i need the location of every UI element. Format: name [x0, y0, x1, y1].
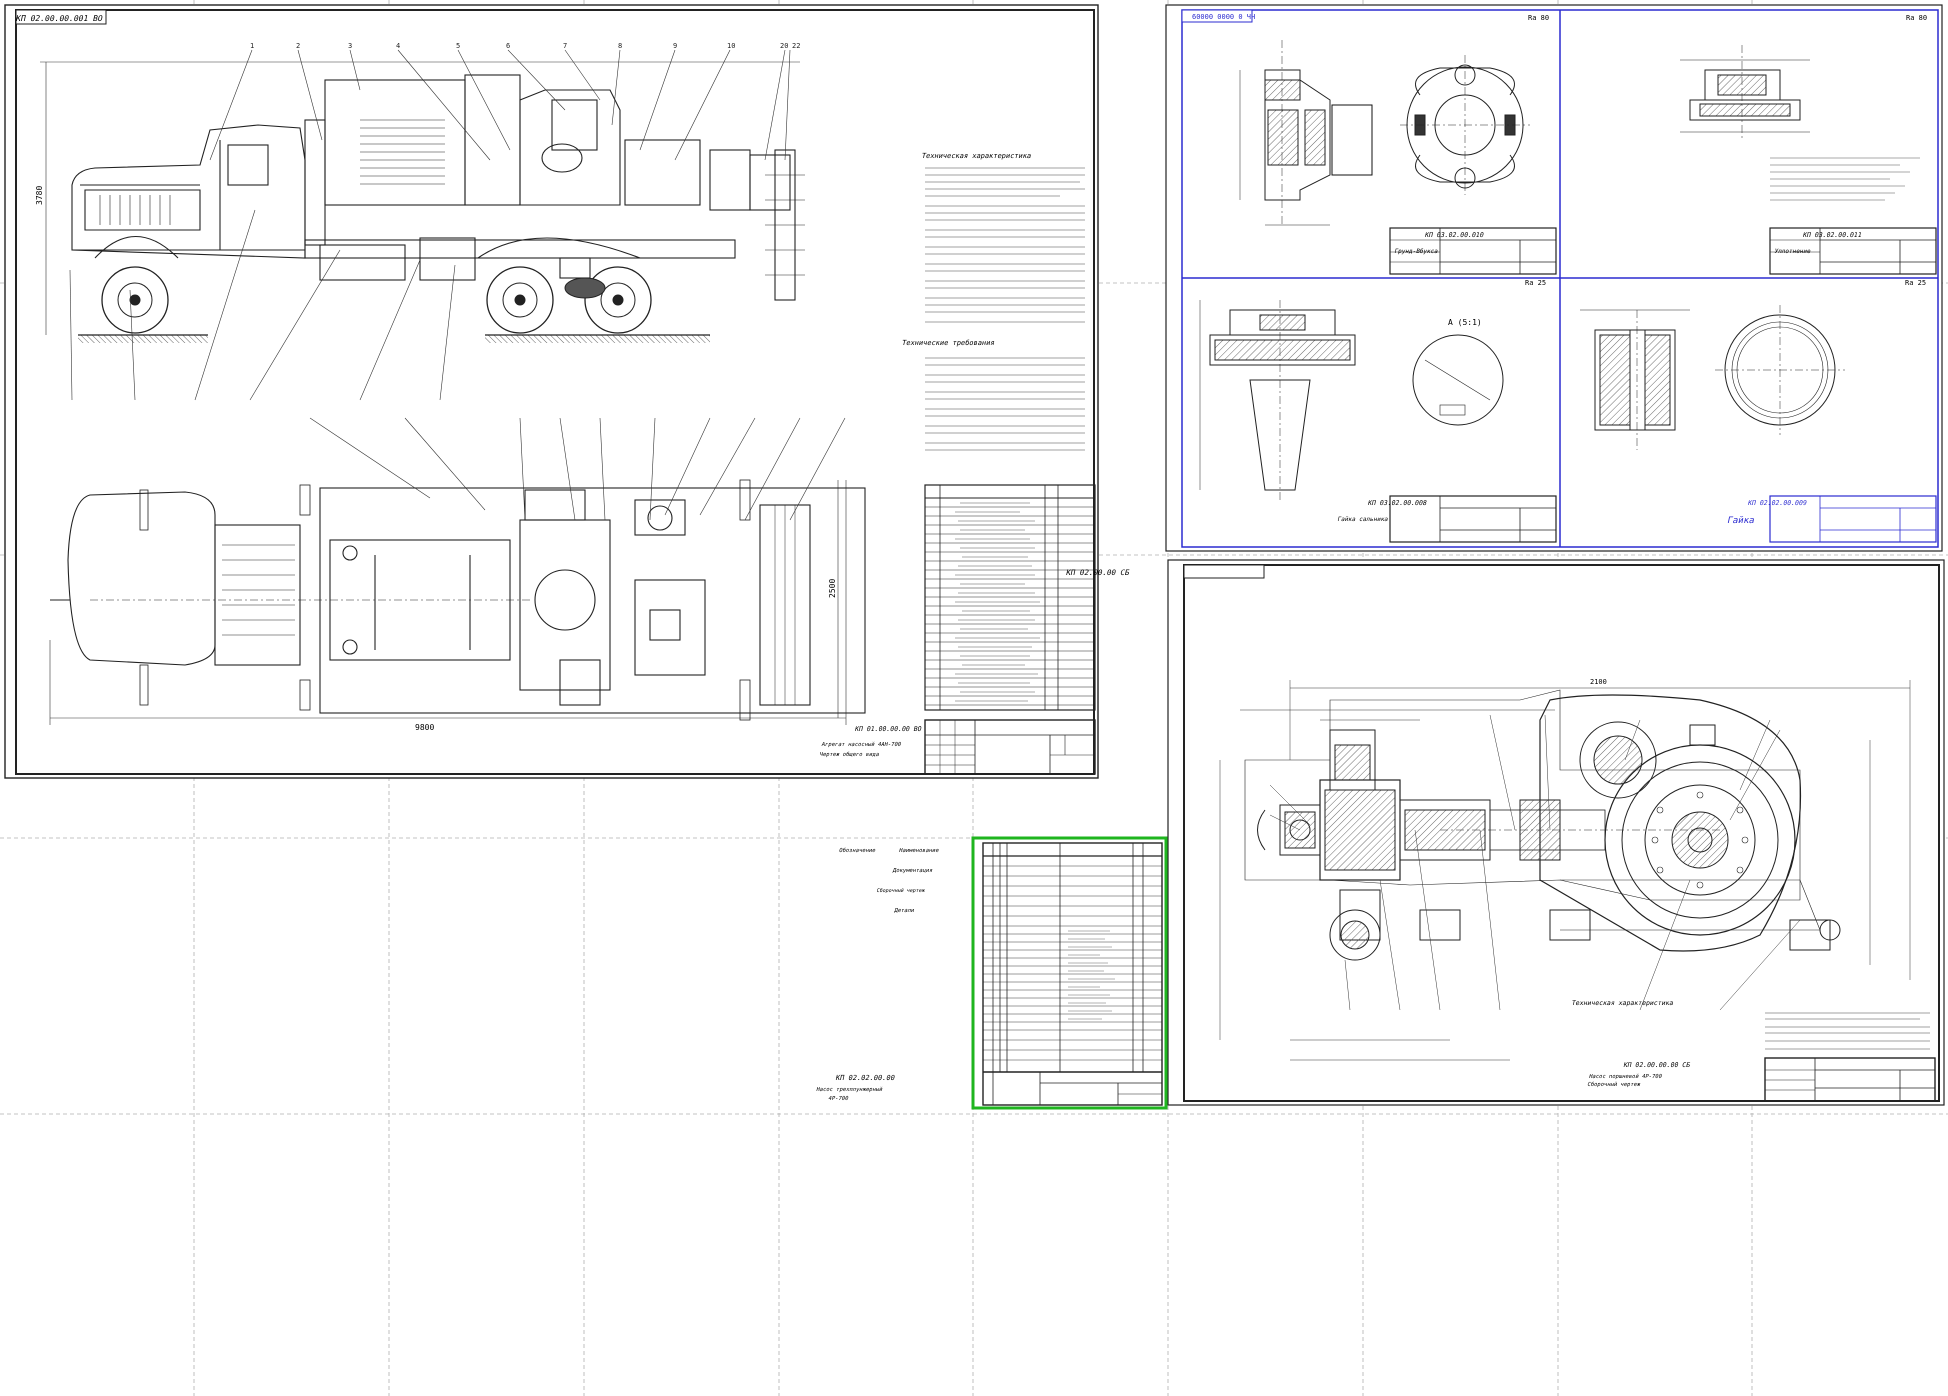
part2-drawing [1680, 45, 1920, 201]
svg-text:10: 10 [727, 42, 735, 50]
selected-sheet-highlight [971, 836, 1168, 1110]
part4-name: Гайка [1726, 516, 1755, 526]
pump-title-name1: Насос поршневой 4Р-700 [1588, 1074, 1662, 1080]
pump-sheet-code: КП 02.00.00 СБ [1065, 568, 1130, 577]
svg-text:2: 2 [296, 42, 300, 50]
spec-col-name: Наименование [898, 848, 940, 854]
pump-dimension-lines [1219, 680, 1911, 1061]
svg-text:7: 7 [563, 42, 567, 50]
sheet-truck-assembly[interactable]: КП 02.00.00.001 ВО [4, 4, 1099, 779]
spec-title-name1: Насос трехплунжерный [816, 1087, 883, 1093]
part3-code: КП 03.02.00.008 [1367, 499, 1427, 507]
sheet-specification[interactable]: Обозначение Наименование Документация Сб… [816, 836, 1168, 1110]
truck-plan-view [50, 479, 866, 721]
part3-drawing [1199, 300, 1504, 500]
part2-name: Уплотнение [1774, 248, 1812, 255]
svg-text:6: 6 [506, 42, 510, 50]
leader-lines-plan [309, 417, 846, 521]
spec-section-parts: Детали [894, 908, 915, 914]
pump-tech-lines [1765, 1012, 1930, 1050]
operator-cabin [519, 89, 621, 206]
svg-text:1: 1 [250, 42, 254, 50]
dimension-lines [40, 61, 847, 725]
sheet-code: КП 02.00.00.001 ВО [15, 13, 104, 23]
dim-height: 3780 [35, 186, 44, 205]
sheet-inner-frame [15, 9, 1095, 775]
spec-col-format: Обозначение [838, 847, 876, 854]
part2-title-block [1769, 227, 1937, 275]
truck-parts-list [924, 484, 1096, 711]
part1-roughness: Ra 80 [1528, 14, 1549, 22]
pump-title-name2: Сборочный чертеж [1587, 1081, 1642, 1088]
louvers [360, 119, 445, 185]
part4-code: КП 02.02.00.009 [1747, 499, 1807, 507]
truck-title-name1: Агрегат насосный 4АН-700 [821, 742, 902, 748]
sheet-pump-assembly[interactable]: КП 02.00.00 СБ [1065, 559, 1945, 1106]
part1-code: КП 03.02.00.010 [1424, 231, 1484, 239]
pump-block-side [624, 139, 701, 206]
cab-window [227, 144, 269, 186]
truck-tech-req-title: Технические требования [901, 338, 995, 347]
plan-pump [634, 579, 706, 676]
svg-text:4: 4 [396, 42, 400, 50]
pump-title-code: КП 02.00.00.00 СБ [1623, 1061, 1691, 1069]
pump-leader-lines [1269, 714, 1801, 1011]
spec-title-name2: 4Р-700 [828, 1096, 849, 1102]
part3-title-block [1389, 495, 1557, 543]
spec-title-code: КП 02.02.00.00 [835, 1073, 896, 1082]
leader-lines-top [69, 49, 791, 401]
part4-title-block [1769, 495, 1937, 543]
truck-wheels [101, 266, 652, 334]
part1-title-block [1389, 227, 1557, 275]
plan-hood [67, 491, 216, 666]
svg-text:60000 0000 0 ЧЧ: 60000 0000 0 ЧЧ [1192, 13, 1255, 21]
plan-platform [319, 487, 866, 714]
ground-front [78, 335, 208, 343]
pump-title-block [1764, 1057, 1936, 1102]
svg-text:20: 20 [780, 42, 788, 50]
truck-tech-req-lines [925, 357, 1085, 451]
pump-dim-top: 2100 [1590, 678, 1607, 686]
spec-section-docs: Документация [892, 868, 933, 874]
part3-detail: А (5:1) [1448, 318, 1482, 327]
sheet-detail-parts[interactable]: 60000 0000 0 ЧЧ Ra 80 [1165, 4, 1943, 552]
plan-cab [214, 524, 301, 666]
svg-text:8: 8 [618, 42, 622, 50]
balloon-numbers-top: 1 2 3 4 5 6 7 8 9 10 20 22 [250, 42, 800, 50]
part2-roughness: Ra 80 [1906, 14, 1927, 22]
svg-text:9: 9 [673, 42, 677, 50]
part1-name: Грунд-Вбуксa [1394, 247, 1439, 255]
pump-assembly-drawing [1244, 689, 1841, 961]
part3-roughness: Ra 25 [1525, 279, 1546, 287]
part3-name: Гайка сальника [1337, 515, 1389, 523]
truck-title-code: КП 01.00.00.00 ВО [854, 725, 922, 733]
truck-title-block [924, 719, 1096, 775]
part4-roughness: Ra 25 [1905, 279, 1926, 287]
truck-tech-title: Техническая характеристика [921, 151, 1032, 160]
svg-text:3: 3 [348, 42, 352, 50]
spec-doc-row: Сборочный чертеж [876, 887, 926, 894]
truck-title-name2: Чертеж общего вида [819, 751, 880, 758]
sheet-inner-frame [1183, 564, 1940, 1102]
pump-tech-title: Техническая характеристика [1571, 999, 1674, 1007]
part1-drawing [1239, 40, 1530, 226]
part2-code: КП 03.02.00.011 [1802, 231, 1862, 239]
dim-length: 9800 [415, 723, 434, 732]
truck-side-view [71, 74, 805, 301]
spec-table [983, 843, 1162, 1105]
sheet-code-box [15, 9, 107, 25]
svg-text:5: 5 [456, 42, 460, 50]
truck-tech-lines [925, 167, 1085, 323]
part4-drawing [1580, 305, 1845, 450]
svg-text:22: 22 [792, 42, 800, 50]
dim-width: 2500 [828, 579, 837, 598]
ground-rear [485, 335, 710, 343]
truck-cab [71, 124, 306, 259]
